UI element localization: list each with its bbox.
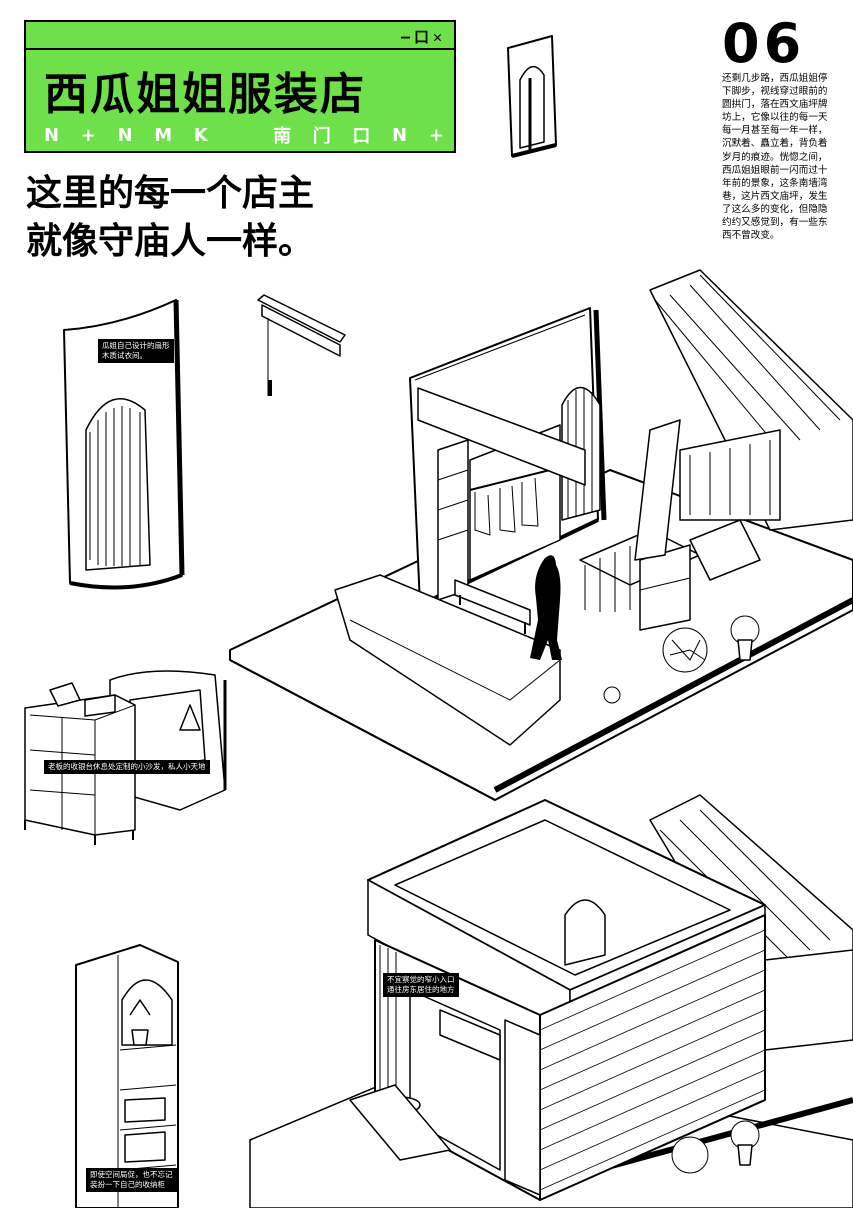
- subtitle-item: 南: [273, 126, 292, 147]
- title-subtitle: N + N M K 南 门 口 N +: [44, 122, 444, 148]
- window-controls[interactable]: —口✕: [400, 28, 446, 46]
- small-arch-door: [507, 35, 557, 158]
- subtitle-item: 口: [352, 126, 371, 147]
- person-silhouette: [530, 555, 562, 660]
- title-window: —口✕ 西瓜姐姐服装店 N + N M K 南 门 口 N +: [24, 20, 456, 153]
- subtitle-item: N: [117, 124, 133, 146]
- upper-shop-drawing: [229, 269, 853, 801]
- sofa-cabinet-drawing: [24, 670, 227, 845]
- subtitle-item: N: [44, 124, 60, 146]
- intro-text: 还剩几步路，西瓜姐姐停 下脚步，视线穿过眼前的 圆拱门，落在西文庙坪牌 坊上，它…: [722, 73, 828, 242]
- headline-line: 就像守庙人一样。: [26, 221, 315, 262]
- fitting-room-drawing: [63, 299, 185, 590]
- subtitle-item: M: [154, 124, 173, 146]
- subtitle-item: K: [193, 124, 208, 146]
- subtitle-item: +: [428, 124, 444, 146]
- wall-rack-drawing: [257, 294, 346, 396]
- subtitle-item: N: [392, 124, 408, 146]
- label-entrance: 不宜察觉的窄小入口 通往房东居住的地方: [383, 973, 459, 997]
- lower-shop-drawing: [249, 794, 853, 1208]
- corner-cabinet-drawing: [75, 944, 179, 1208]
- subtitle-item: 门: [312, 126, 331, 147]
- label-cabinet: 即使空间局促，也不忘记 装扮一下自己的收纳柜: [86, 1168, 177, 1192]
- shop-name: 西瓜姐姐服装店: [44, 69, 366, 120]
- label-sofa: 老板的收银台休息处定制的小沙发，私人小天地: [44, 760, 210, 774]
- title-bar: —口✕: [26, 22, 454, 50]
- headline-line: 这里的每一个店主: [26, 173, 315, 214]
- label-fitting-room: 瓜姐自己设计的扇形 木质试衣间。: [98, 339, 174, 363]
- subtitle-item: +: [80, 124, 96, 146]
- headline: 这里的每一个店主 就像守庙人一样。: [26, 170, 314, 266]
- page-number: 06: [722, 12, 806, 75]
